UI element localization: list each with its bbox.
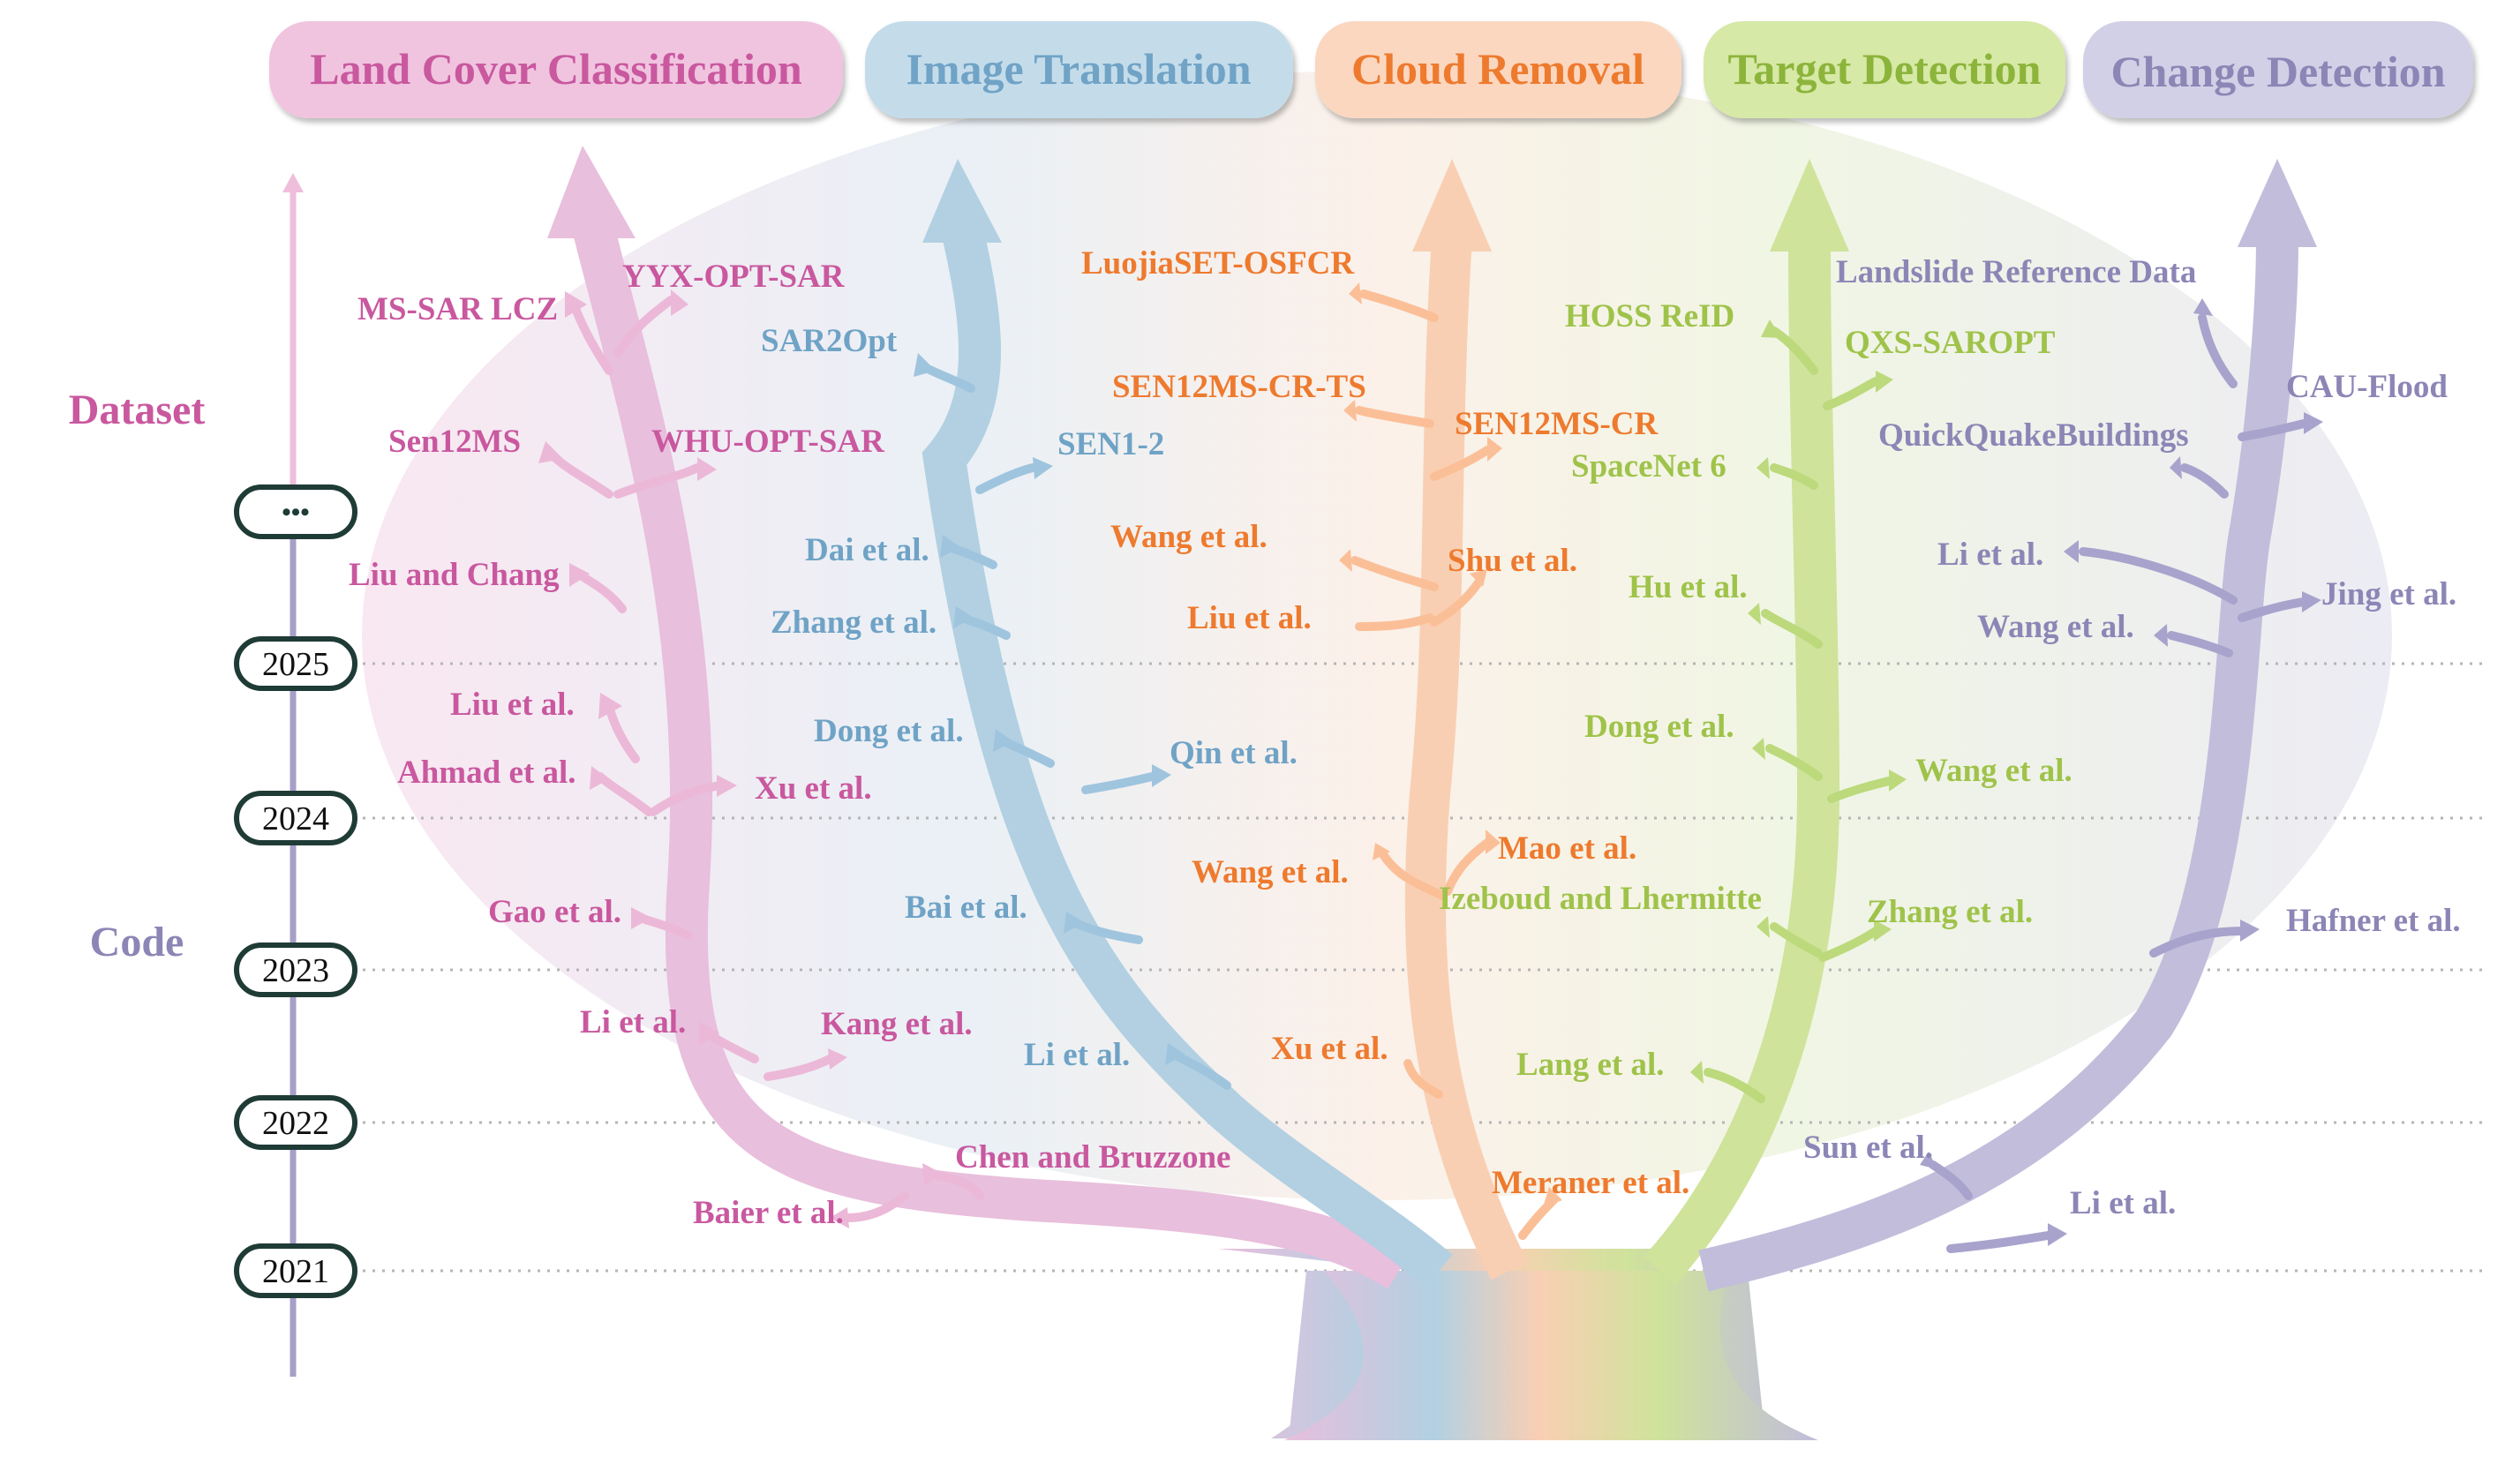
node-label: Liu et al. <box>1187 600 1312 636</box>
arrow-image-translation-icon <box>922 159 1002 243</box>
branch-target-detection <box>1644 237 1840 1286</box>
labels-target-detection: HOSS ReID QXS-SAROPT SpaceNet 6 Hu et al… <box>1439 298 2072 1083</box>
node-label: MS-SAR LCZ <box>357 291 558 327</box>
header-cloud-removal[interactable]: Cloud Removal <box>1315 21 1681 118</box>
node-label: Jing et al. <box>2321 576 2456 612</box>
node-label: Dong et al. <box>814 713 964 749</box>
canopy-background <box>362 71 2392 1200</box>
timeline-axis <box>282 173 304 1377</box>
node-label: Izeboud and Lhermitte <box>1439 881 1762 917</box>
node-label: SEN1-2 <box>1057 426 1164 462</box>
node-label: Sun et al. <box>1803 1130 1933 1166</box>
timeline-ellipsis: ••• <box>234 484 357 539</box>
node-label: Zhang et al. <box>1867 894 2033 930</box>
node-label: Bai et al. <box>905 890 1027 926</box>
node-label: Wang et al. <box>1192 854 1349 890</box>
header-land-cover[interactable]: Land Cover Classification <box>269 21 843 118</box>
branch-cloud-removal <box>1404 237 1528 1281</box>
node-label: Li et al. <box>1937 537 2043 573</box>
header-image-translation-title: Image Translation <box>906 44 1251 94</box>
node-label: SAR2Opt <box>761 323 898 359</box>
node-label: Hu et al. <box>1629 569 1748 605</box>
arrow-change-detection-icon <box>2238 159 2317 247</box>
year-label: 2021 <box>262 1253 329 1290</box>
labels-land-cover: MS-SAR LCZ YYX-OPT-SAR Sen12MS WHU-OPT-S… <box>349 259 1230 1231</box>
timeline-markers: ••• 2025 2024 2023 2022 2021 <box>234 484 357 1298</box>
arrow-target-detection-icon <box>1770 159 1849 252</box>
node-label: Shu et al. <box>1448 543 1577 579</box>
labels-change-detection: Landslide Reference Data CAU-Flood Quick… <box>1803 254 2461 1221</box>
node-label: Mao et al. <box>1498 830 1636 867</box>
node-label: Wang et al. <box>1915 753 2072 789</box>
node-label: Gao et al. <box>488 894 621 930</box>
node-label: QXS-SAROPT <box>1845 325 2056 361</box>
node-label: CAU-Flood <box>2286 369 2448 405</box>
node-label: Xu et al. <box>1271 1031 1388 1067</box>
node-label: SEN12MS-CR <box>1455 406 1659 442</box>
ellipsis-text: ••• <box>282 498 310 527</box>
header-target-detection-title: Target Detection <box>1728 44 2042 94</box>
labels-cloud-removal: LuojiaSET-OSFCR SEN12MS-CR-TS SEN12MS-CR… <box>1081 245 1689 1201</box>
node-label: WHU-OPT-SAR <box>651 424 885 460</box>
node-label: Ahmad et al. <box>397 755 575 791</box>
node-label: Xu et al. <box>755 770 872 807</box>
category-headers: Land Cover Classification Image Translat… <box>269 21 2473 118</box>
node-label: Landslide Reference Data <box>1836 254 2196 290</box>
node-label: Lang et al. <box>1516 1047 1665 1083</box>
branch-land-cover <box>570 215 1410 1289</box>
year-label: 2022 <box>262 1105 329 1142</box>
header-image-translation[interactable]: Image Translation <box>865 21 1293 118</box>
node-label: Li et al. <box>580 1004 686 1040</box>
node-label: Baier et al. <box>693 1195 844 1231</box>
dataset-section-label: Dataset <box>69 387 206 433</box>
branch-image-translation <box>921 224 1453 1288</box>
node-label: Hafner et al. <box>2286 903 2461 939</box>
node-label: Liu and Chang <box>349 557 560 593</box>
header-land-cover-title: Land Cover Classification <box>310 44 802 94</box>
node-label: YYX-OPT-SAR <box>622 259 846 295</box>
header-target-detection[interactable]: Target Detection <box>1704 21 2065 118</box>
code-section-label: Code <box>90 919 184 965</box>
node-label: LuojiaSET-OSFCR <box>1081 245 1355 282</box>
node-label: QuickQuakeBuildings <box>1878 417 2189 454</box>
node-label: Meraner et al. <box>1492 1165 1689 1201</box>
year-label: 2023 <box>262 952 329 989</box>
node-label: Sen12MS <box>388 424 521 460</box>
timeline-arrow-icon <box>282 173 304 192</box>
node-label: Li et al. <box>2070 1185 2176 1221</box>
year-label: 2024 <box>262 800 329 837</box>
header-cloud-removal-title: Cloud Removal <box>1351 44 1644 94</box>
node-label: Qin et al. <box>1170 735 1298 771</box>
node-label: SEN12MS-CR-TS <box>1112 369 1366 405</box>
node-label: HOSS ReID <box>1565 298 1734 334</box>
arrow-land-cover-icon <box>547 146 636 238</box>
arrow-cloud-removal-icon <box>1412 159 1492 252</box>
header-change-detection[interactable]: Change Detection <box>2083 21 2473 118</box>
branch-arrowheads <box>547 146 2317 252</box>
node-label: Dai et al. <box>805 532 929 568</box>
main-branches <box>570 215 2298 1292</box>
tree-base <box>1284 1271 1818 1440</box>
labels-image-translation: SAR2Opt SEN1-2 Dai et al. Zhang et al. D… <box>761 323 1298 1073</box>
node-label: Li et al. <box>1024 1037 1130 1073</box>
node-label: SpaceNet 6 <box>1571 448 1726 484</box>
node-label: Kang et al. <box>821 1006 973 1042</box>
node-label: Liu et al. <box>450 687 575 723</box>
node-label: Wang et al. <box>1110 519 1268 555</box>
node-label: Zhang et al. <box>771 605 937 641</box>
node-label: Dong et al. <box>1584 709 1734 745</box>
node-label: Wang et al. <box>1977 609 2134 645</box>
branch-change-detection <box>1698 237 2298 1292</box>
year-label: 2025 <box>262 646 329 683</box>
twigs <box>538 282 2323 1253</box>
node-label: Chen and Bruzzone <box>955 1139 1230 1175</box>
header-change-detection-title: Change Detection <box>2110 47 2445 96</box>
